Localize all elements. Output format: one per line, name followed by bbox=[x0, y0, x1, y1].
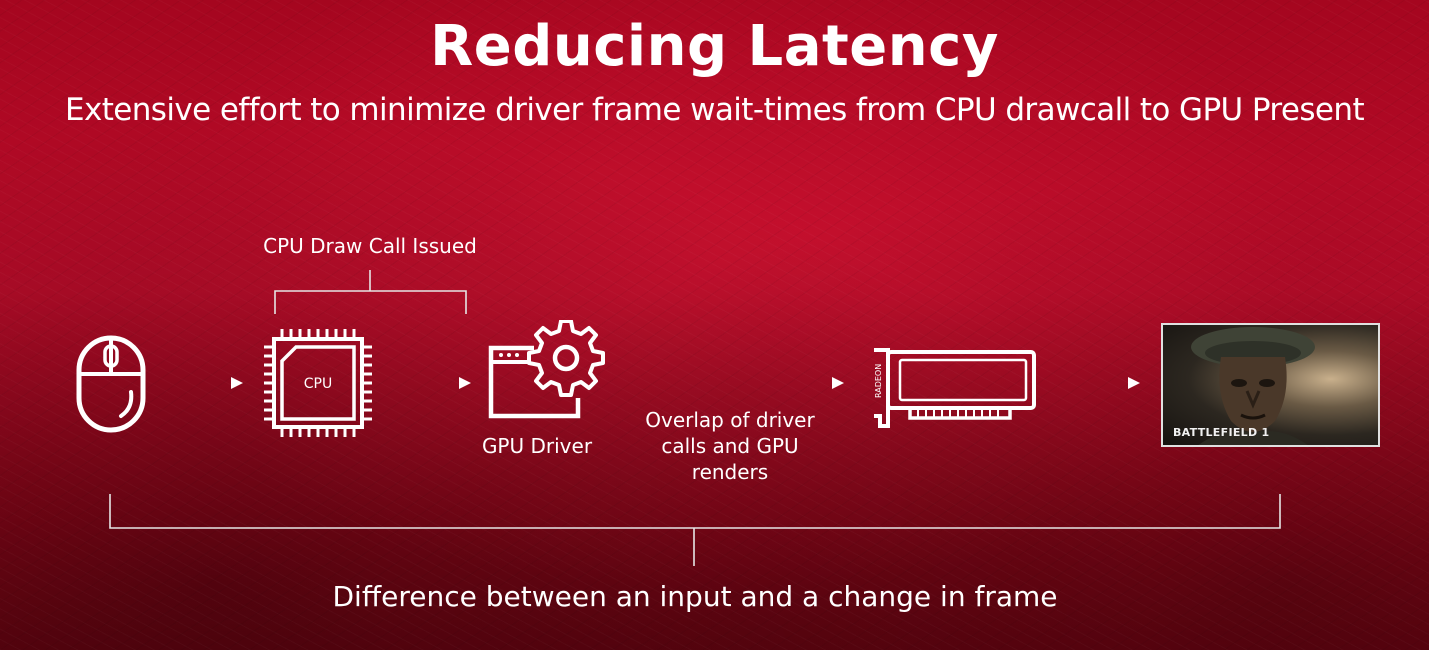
mouse-icon bbox=[75, 334, 147, 434]
slide-subtitle: Extensive effort to minimize driver fram… bbox=[0, 92, 1429, 128]
cpu-draw-call-bracket bbox=[270, 268, 472, 316]
game-frame-image: BATTLEFIELD 1 bbox=[1161, 323, 1380, 447]
slide-title: Reducing Latency bbox=[0, 14, 1429, 79]
overlap-line-1: Overlap of driver bbox=[640, 407, 820, 433]
graphics-card-icon: RADEON bbox=[870, 346, 1040, 430]
overlap-line-2: calls and GPU bbox=[640, 433, 820, 459]
game-frame-caption: BATTLEFIELD 1 bbox=[1173, 426, 1269, 439]
overlap-label: Overlap of driver calls and GPU renders bbox=[640, 407, 820, 485]
arrow-gpu-to-frame bbox=[1052, 374, 1142, 392]
latency-bracket bbox=[100, 490, 1290, 570]
gpu-driver-label: GPU Driver bbox=[472, 433, 602, 459]
difference-label: Difference between an input and a change… bbox=[300, 580, 1090, 614]
arrow-cpu-to-driver bbox=[383, 374, 473, 392]
radeon-brand-text: RADEON bbox=[874, 364, 883, 398]
arrow-mouse-to-cpu bbox=[155, 374, 245, 392]
arrow-driver-to-gpu bbox=[622, 374, 848, 392]
cpu-chip-label: CPU bbox=[304, 376, 332, 392]
overlap-line-3: renders bbox=[640, 459, 820, 485]
cpu-chip-icon: CPU bbox=[262, 327, 374, 439]
cpu-draw-call-label: CPU Draw Call Issued bbox=[260, 233, 480, 259]
gpu-driver-gear-icon bbox=[486, 320, 608, 422]
